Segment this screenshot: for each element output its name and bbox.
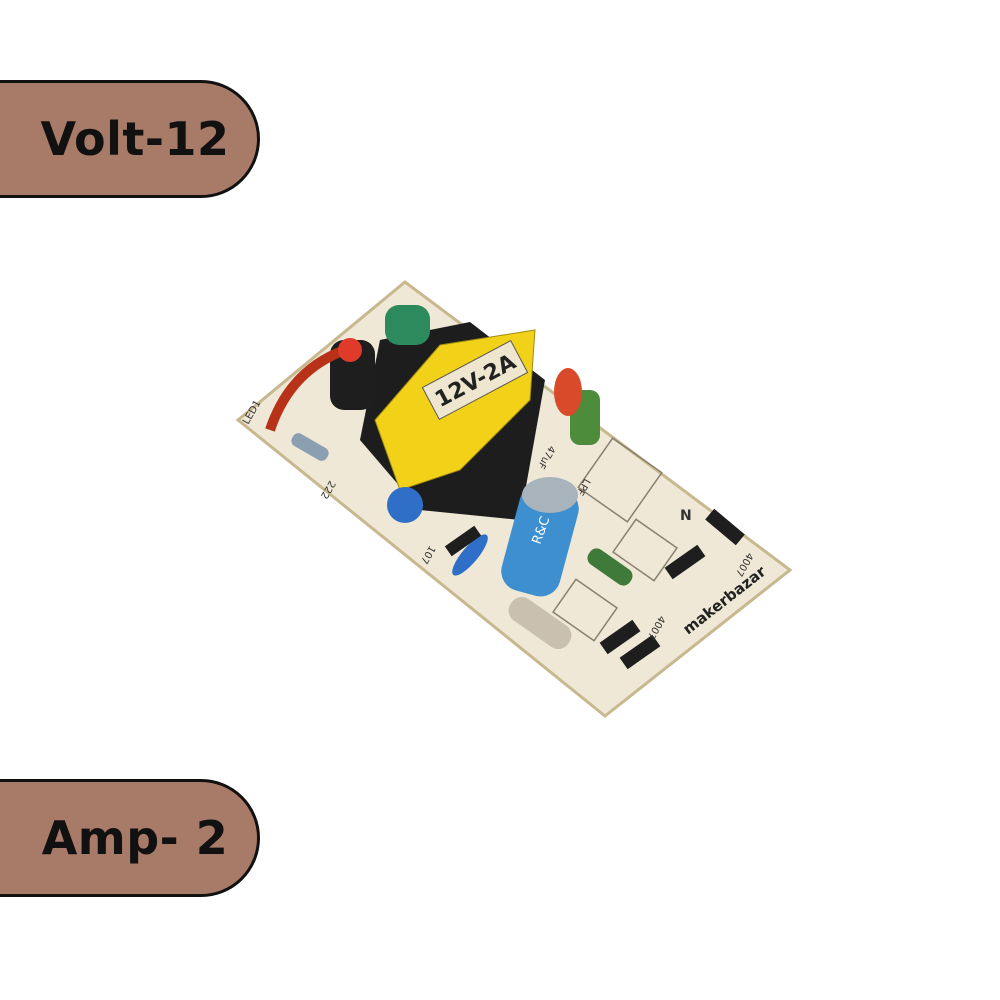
voltage-badge: Volt-12 — [0, 80, 260, 198]
diodes — [444, 508, 745, 670]
silk-label: N — [680, 508, 692, 524]
voltage-label: Volt-12 — [40, 112, 230, 166]
capacitor-large: R&C — [501, 477, 579, 597]
led — [338, 338, 362, 362]
current-label: Amp- 2 — [41, 811, 229, 865]
resistor — [291, 433, 329, 461]
blue-capacitor — [452, 534, 488, 576]
transformer: 12V-2A — [360, 322, 545, 520]
led-wire — [265, 345, 347, 432]
silk-outlines — [552, 437, 678, 642]
resistor-green — [587, 548, 633, 586]
ceramic-capacitor — [387, 487, 423, 523]
fuse — [508, 596, 572, 650]
film-capacitor — [554, 368, 582, 416]
current-badge: Amp- 2 — [0, 779, 260, 897]
